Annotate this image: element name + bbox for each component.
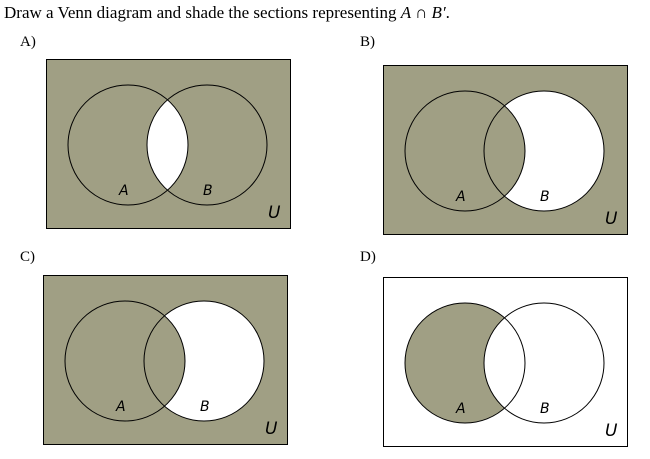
venn-diagram-option-a[interactable]: A B U bbox=[46, 59, 291, 229]
intersection-region bbox=[147, 85, 188, 205]
venn-diagram-option-b[interactable]: A B U bbox=[383, 65, 628, 235]
question-text: Draw a Venn diagram and shade the sectio… bbox=[4, 3, 450, 23]
set-b-label: B bbox=[540, 401, 550, 417]
universe-label: U bbox=[605, 209, 618, 229]
set-b-label: B bbox=[540, 189, 550, 205]
universe-label: U bbox=[605, 421, 618, 441]
question-suffix: . bbox=[445, 3, 450, 22]
intersection-region bbox=[484, 91, 525, 211]
set-a-outline bbox=[404, 302, 526, 424]
set-a-label: A bbox=[455, 189, 466, 205]
universe-label: U bbox=[268, 203, 281, 223]
option-d-label[interactable]: D) bbox=[360, 249, 376, 265]
universe-label: U bbox=[265, 419, 278, 439]
option-b-label[interactable]: B) bbox=[360, 34, 375, 50]
set-b-outline bbox=[143, 300, 265, 422]
set-a-label: A bbox=[115, 399, 126, 415]
set-b-label: B bbox=[200, 399, 210, 415]
venn-diagram-option-d[interactable]: A B U bbox=[383, 277, 628, 447]
set-b-outline bbox=[146, 84, 268, 206]
set-a-outline bbox=[67, 84, 189, 206]
set-a-outline bbox=[404, 90, 526, 212]
venn-diagram-option-c[interactable]: A B U bbox=[43, 275, 288, 445]
set-b-outline bbox=[483, 302, 605, 424]
set-a-outline bbox=[64, 300, 186, 422]
set-b-label: B bbox=[203, 183, 213, 199]
set-b-outline bbox=[483, 90, 605, 212]
set-a-label: A bbox=[118, 183, 129, 199]
intersection-region bbox=[144, 301, 185, 421]
intersection-region bbox=[484, 303, 525, 423]
question-prefix: Draw a Venn diagram and shade the sectio… bbox=[4, 3, 401, 22]
option-a-label[interactable]: A) bbox=[20, 34, 36, 50]
set-a-label: A bbox=[455, 401, 466, 417]
question-expression: A ∩ B′ bbox=[400, 3, 446, 22]
option-c-label[interactable]: C) bbox=[20, 249, 35, 265]
